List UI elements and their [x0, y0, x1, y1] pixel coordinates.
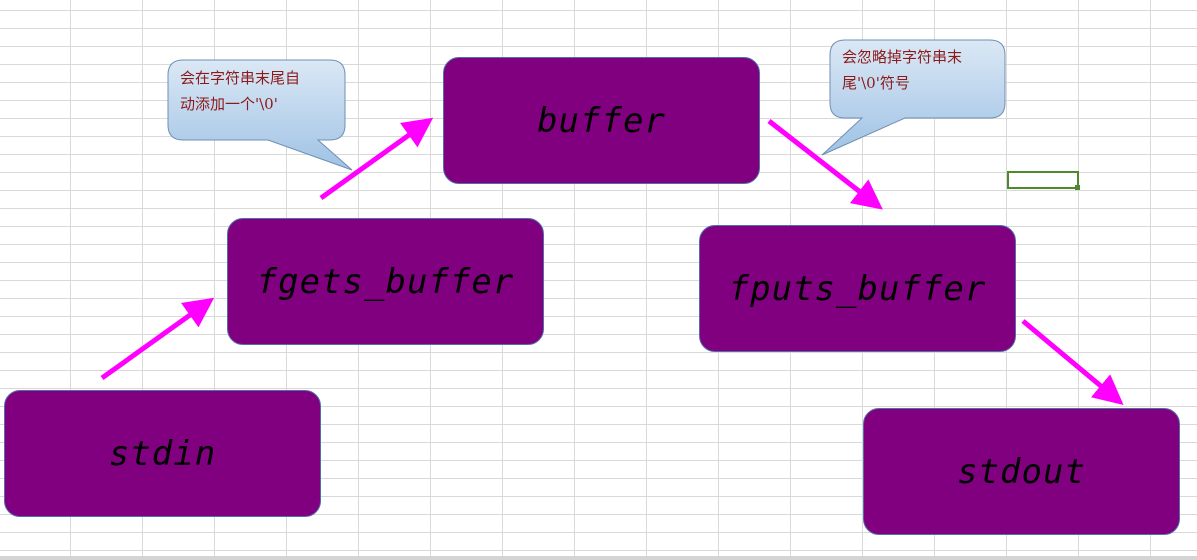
arrow-stdin-to-fgets: [100, 297, 215, 381]
node-stdin: stdin: [4, 390, 321, 517]
node-fgets-buffer-label: fgets_buffer: [256, 261, 515, 302]
node-fputs-buffer-label: fputs_buffer: [728, 268, 987, 309]
selected-cell[interactable]: [1007, 171, 1080, 190]
callout-left-shape: [167, 59, 353, 171]
node-fputs-buffer: fputs_buffer: [699, 225, 1016, 352]
callout-right: 会忽略掉字符串末 尾'\0'符号: [842, 44, 1002, 96]
callout-left-line1: 会在字符串末尾自: [180, 69, 301, 87]
node-fgets-buffer: fgets_buffer: [227, 218, 544, 345]
arrow-fgets-to-buffer: [319, 117, 434, 201]
bottom-edge: [0, 556, 1197, 560]
node-stdout: stdout: [863, 408, 1180, 535]
fill-handle[interactable]: [1075, 185, 1080, 190]
node-buffer-label: buffer: [537, 100, 666, 141]
node-stdout-label: stdout: [957, 451, 1086, 492]
callout-right-line2: 尾'\0'符号: [842, 74, 910, 92]
node-buffer: buffer: [443, 57, 760, 184]
callout-left: 会在字符串末尾自 动添加一个'\0': [180, 65, 340, 117]
callout-right-shape: [821, 39, 1006, 156]
callout-left-line2: 动添加一个'\0': [180, 95, 278, 113]
arrow-fputs-to-stdout: [1021, 319, 1124, 406]
arrow-buffer-to-fputs: [767, 119, 883, 210]
callout-right-line1: 会忽略掉字符串末: [842, 48, 963, 66]
node-stdin-label: stdin: [108, 433, 217, 474]
